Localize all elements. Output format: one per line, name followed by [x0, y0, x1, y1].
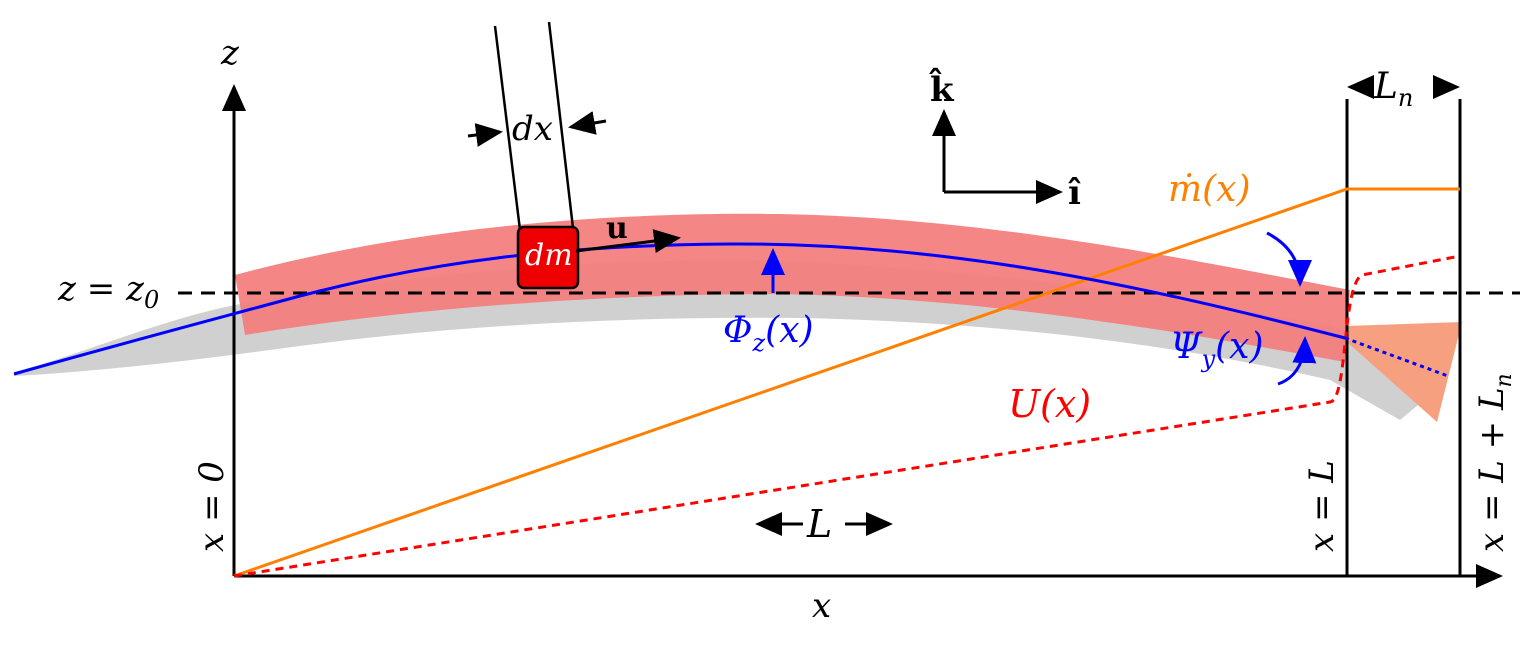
nozzle-shape: [1347, 322, 1462, 422]
phi-subscript: z: [752, 329, 766, 357]
psi-arrow-top: [1266, 231, 1312, 287]
mass-flow-label: ṁ(x): [1168, 169, 1251, 210]
z0-subscript: 0: [144, 286, 159, 314]
x-eq-L-Ln-label: x = L + Ln: [1472, 373, 1517, 552]
x-eq-L-label: x = L: [1302, 460, 1342, 552]
psi-label: Ψy(x): [1170, 326, 1264, 373]
dx-left-arrow: [467, 123, 503, 147]
x-eq-0-label: x = 0: [192, 461, 232, 552]
mass-element: [516, 225, 580, 290]
dm-label: dm: [525, 238, 573, 273]
mass-flow-line: [233, 187, 1460, 578]
u-label: u: [606, 211, 628, 246]
dx-right-arrow: [568, 111, 607, 135]
x-eq-L-Ln-subscript: n: [1492, 373, 1517, 387]
k-hat-label: k̂: [929, 68, 955, 110]
dx-label: dx: [512, 109, 553, 149]
psi-arrow-bottom: [1277, 336, 1317, 386]
element-left-wall: [493, 25, 522, 231]
phi-label: Φz(x): [723, 310, 814, 357]
L-label: L: [806, 502, 832, 546]
velocity-line: [233, 254, 1461, 578]
z0-label: z = z0: [57, 269, 159, 314]
body-beam: [235, 213, 1350, 362]
velocity-label: U(x): [1008, 382, 1091, 426]
z-axis-label: z: [220, 33, 240, 73]
x-axis-label: x: [812, 586, 831, 626]
psi-subscript: y: [1201, 345, 1216, 373]
Ln-subscript: n: [1398, 84, 1413, 112]
u-arrow: [575, 229, 681, 253]
Ln-label: Ln: [1373, 66, 1413, 112]
element-right-wall: [547, 21, 575, 229]
centerline-extension: [1344, 336, 1449, 378]
i-hat-label: î: [1068, 173, 1081, 213]
